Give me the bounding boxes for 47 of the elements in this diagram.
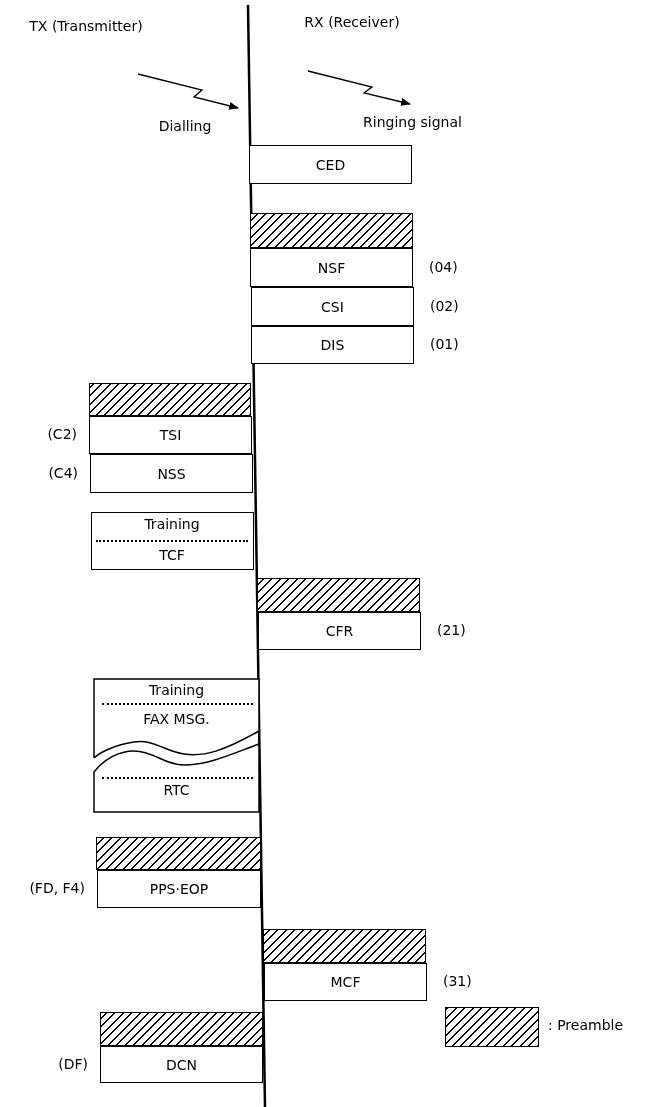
- frame-box: [100, 1046, 263, 1083]
- frame-box: [91, 512, 254, 570]
- preamble-bar: [100, 1012, 263, 1046]
- frame-label: CSI: [321, 298, 344, 315]
- frame-label: RTC: [162, 782, 191, 798]
- frame-label: FAX MSG.: [142, 711, 211, 727]
- frame-label: TCF: [158, 547, 186, 563]
- frame-box: [249, 145, 412, 184]
- side-heading: TX (Transmitter): [28, 18, 144, 34]
- frame-box: [251, 287, 414, 326]
- preamble-bar: [257, 578, 420, 612]
- frame-code: (FD, F4): [28, 880, 85, 896]
- frame-box: [264, 963, 427, 1001]
- frame-label: CFR: [325, 623, 354, 639]
- frame-label: TSI: [159, 427, 182, 443]
- frame-label: DCN: [166, 1056, 197, 1073]
- frame-code: (DF): [57, 1055, 88, 1072]
- frame-label: NSF: [317, 259, 346, 276]
- broken-frame: [94, 679, 259, 812]
- legend-label: : Preamble: [548, 1017, 624, 1033]
- frame-box: [258, 612, 421, 650]
- frame-code: (02): [430, 297, 459, 314]
- frame-code: (04): [429, 258, 458, 275]
- frame-label: Training: [147, 682, 206, 698]
- preamble-bar: [96, 837, 261, 870]
- frame-code: (21): [437, 622, 466, 638]
- preamble-bar: [250, 213, 413, 248]
- frame-box: [97, 870, 261, 908]
- preamble-bar: [263, 929, 426, 963]
- frame-box: [90, 454, 253, 493]
- frame-code: (C4): [47, 464, 78, 481]
- frame-label: MCF: [330, 974, 361, 990]
- frame-code: (31): [443, 973, 472, 989]
- frame-code: (C2): [46, 426, 77, 442]
- frame-label: DIS: [320, 337, 345, 353]
- side-heading: RX (Receiver): [303, 14, 401, 30]
- frame-box: [250, 248, 413, 287]
- frame-label: PPS·EOP: [149, 881, 209, 897]
- signal-label: Ringing signal: [362, 114, 463, 130]
- frame-label: NSS: [157, 465, 186, 482]
- frame-box: [251, 326, 414, 364]
- preamble-bar: [89, 383, 251, 416]
- frame-label: Training: [143, 516, 201, 532]
- frame-label: CED: [315, 156, 346, 173]
- frame-box: [89, 416, 252, 454]
- signal-label: Dialling: [157, 118, 213, 134]
- frame-code: (01): [430, 336, 459, 352]
